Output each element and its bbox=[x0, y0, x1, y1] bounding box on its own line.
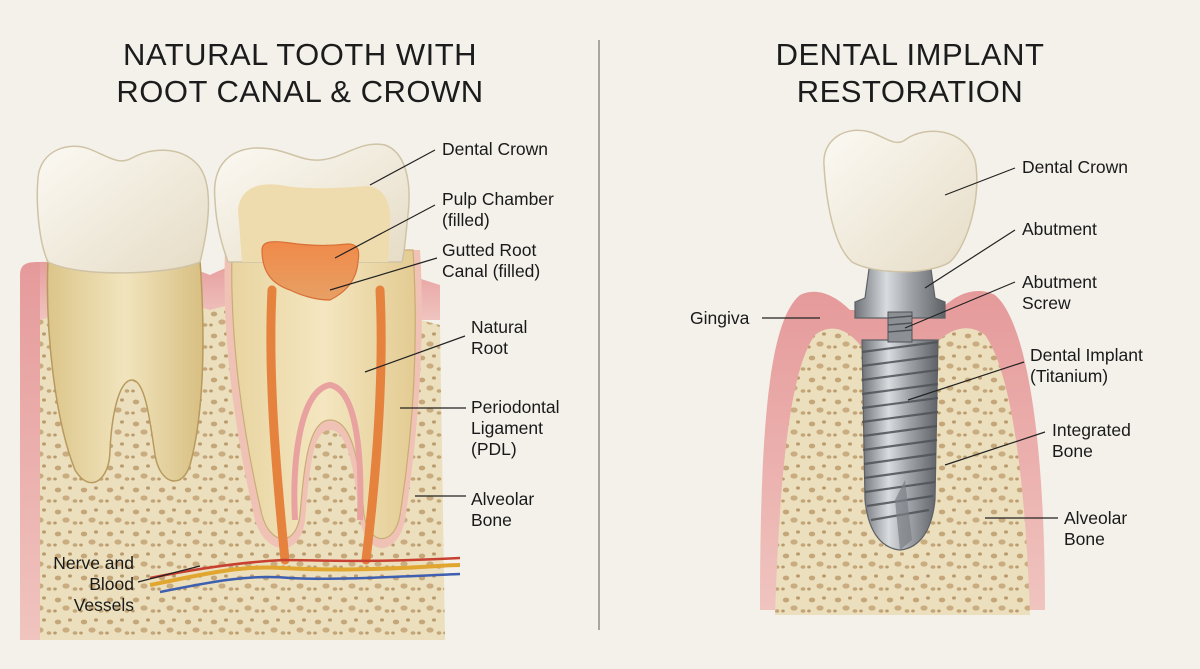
implant-body bbox=[861, 339, 939, 551]
label-text: Root bbox=[471, 338, 508, 358]
label-text: Bone bbox=[1052, 441, 1093, 461]
label-abutment: Abutment bbox=[1022, 219, 1097, 240]
pulp-chamber bbox=[261, 241, 360, 301]
label-gutted-root-canal: Gutted Root Canal (filled) bbox=[442, 240, 540, 282]
label-text: Abutment bbox=[1022, 272, 1097, 292]
label-dental-crown-left: Dental Crown bbox=[442, 139, 548, 160]
label-text: Gutted Root bbox=[442, 240, 537, 260]
label-text: Dental Crown bbox=[442, 139, 549, 159]
label-abutment-screw: Abutment Screw bbox=[1022, 272, 1097, 314]
left-panel-title: NATURAL TOOTH WITH ROOT CANAL & CROWN bbox=[60, 36, 540, 110]
label-text: Nerve and bbox=[53, 553, 134, 573]
label-text: Bone bbox=[471, 510, 512, 530]
label-text: (Titanium) bbox=[1030, 366, 1109, 386]
leader-abutment-screw bbox=[904, 281, 1016, 329]
right-title-line-1: DENTAL IMPLANT bbox=[775, 37, 1045, 72]
root-canal-right bbox=[361, 285, 386, 565]
label-text: Alveolar bbox=[1064, 508, 1128, 528]
leader-natural-root bbox=[364, 335, 466, 373]
label-text: Blood bbox=[89, 574, 134, 594]
vessel-blue bbox=[159, 572, 461, 594]
right-illustration bbox=[760, 129, 1058, 615]
label-text: Canal (filled) bbox=[442, 261, 541, 281]
leader-abutment bbox=[924, 229, 1016, 289]
left-title-line-2: ROOT CANAL & CROWN bbox=[116, 74, 484, 109]
nerve bbox=[149, 563, 461, 587]
leader-gutted-root bbox=[329, 257, 438, 291]
label-alveolar-bone-right: Alveolar Bone bbox=[1064, 508, 1127, 550]
label-text: Pulp Chamber bbox=[442, 189, 554, 209]
abutment bbox=[854, 261, 946, 319]
inner-pdl bbox=[291, 381, 364, 521]
label-text: Natural bbox=[471, 317, 528, 337]
right-title-line-2: RESTORATION bbox=[796, 74, 1024, 109]
leader-nerve bbox=[137, 565, 201, 583]
vessel-red bbox=[149, 556, 461, 580]
molar-roots bbox=[46, 259, 204, 484]
label-text: (PDL) bbox=[471, 439, 517, 459]
leader-integrated-bone bbox=[944, 431, 1046, 466]
label-text: Abutment bbox=[1022, 219, 1097, 239]
root-canal-left bbox=[266, 285, 290, 565]
label-pulp-chamber: Pulp Chamber (filled) bbox=[442, 189, 554, 231]
left-gum bbox=[20, 262, 40, 640]
leader-pulp-chamber bbox=[334, 204, 436, 259]
left-title-line-1: NATURAL TOOTH WITH bbox=[122, 37, 478, 72]
label-text: Integrated bbox=[1052, 420, 1131, 440]
label-nerve-vessels: Nerve and Blood Vessels bbox=[30, 553, 134, 616]
label-integrated-bone: Integrated Bone bbox=[1052, 420, 1131, 462]
label-dental-crown-right: Dental Crown bbox=[1022, 157, 1128, 178]
label-text: Bone bbox=[1064, 529, 1105, 549]
label-text: (filled) bbox=[442, 210, 490, 230]
leader-dental-crown-right bbox=[944, 167, 1016, 196]
label-text: Dental Implant bbox=[1030, 345, 1143, 365]
label-gingiva: Gingiva bbox=[690, 308, 749, 329]
label-text: Screw bbox=[1022, 293, 1071, 313]
leader-implant bbox=[907, 361, 1025, 401]
label-dental-implant: Dental Implant (Titanium) bbox=[1030, 345, 1143, 387]
label-text: Ligament bbox=[471, 418, 543, 438]
panel-divider bbox=[598, 40, 600, 630]
molar-crown bbox=[36, 145, 210, 274]
left-illustration bbox=[20, 143, 466, 640]
label-text: Gingiva bbox=[690, 308, 750, 328]
label-pdl: Periodontal Ligament (PDL) bbox=[471, 397, 560, 460]
label-text: Dental Crown bbox=[1022, 157, 1129, 177]
label-text: Alveolar bbox=[471, 489, 535, 509]
implant-crown bbox=[823, 129, 978, 273]
label-text: Periodontal bbox=[471, 397, 560, 417]
label-text: Vessels bbox=[73, 595, 134, 615]
leader-dental-crown-left bbox=[369, 149, 436, 186]
label-natural-root: Natural Root bbox=[471, 317, 527, 359]
label-alveolar-bone-left: Alveolar Bone bbox=[471, 489, 534, 531]
right-panel-title: DENTAL IMPLANT RESTORATION bbox=[690, 36, 1130, 110]
